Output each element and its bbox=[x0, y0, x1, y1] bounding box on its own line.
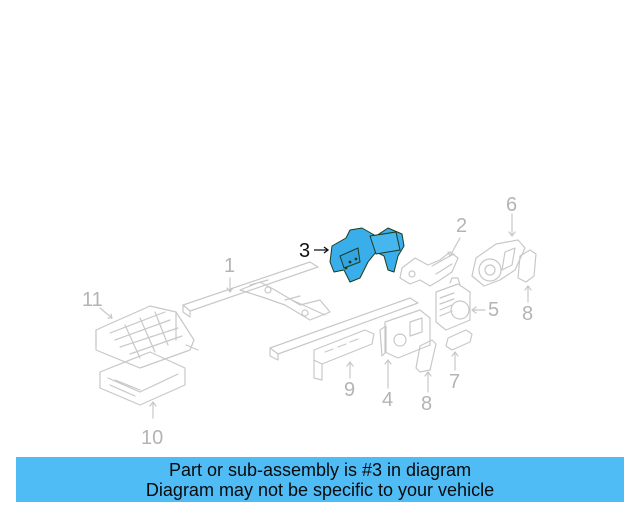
callout-1[interactable]: 1 bbox=[224, 255, 236, 277]
part-10-module[interactable] bbox=[99, 351, 186, 406]
callout-6[interactable]: 6 bbox=[506, 194, 518, 216]
callout-9[interactable]: 9 bbox=[344, 379, 356, 401]
part-8-cover-upper[interactable] bbox=[517, 249, 537, 283]
callout-3[interactable]: 3 bbox=[299, 240, 311, 262]
callout-2[interactable]: 2 bbox=[456, 215, 468, 237]
part-11-bracket[interactable] bbox=[95, 305, 199, 369]
banner-line-2: Diagram may not be specific to your vehi… bbox=[145, 480, 495, 500]
part-9-bezel[interactable] bbox=[313, 329, 375, 381]
callout-8-upper[interactable]: 8 bbox=[522, 303, 534, 325]
part-3-highlighted[interactable] bbox=[329, 227, 405, 283]
banner-line-1: Part or sub-assembly is #3 in diagram bbox=[168, 460, 472, 480]
callout-4[interactable]: 4 bbox=[382, 389, 394, 411]
part-7-cap[interactable] bbox=[445, 329, 473, 351]
callout-3-arrow bbox=[314, 246, 330, 254]
part-4-switch[interactable] bbox=[379, 309, 431, 359]
callout-7[interactable]: 7 bbox=[449, 371, 461, 393]
info-banner: Part or sub-assembly is #3 in diagram Di… bbox=[16, 457, 624, 502]
part-8-cover-lower[interactable] bbox=[415, 339, 437, 373]
part-1-seat-track[interactable] bbox=[182, 261, 419, 361]
callout-8-lower[interactable]: 8 bbox=[421, 393, 433, 415]
part-6-actuator[interactable] bbox=[471, 239, 526, 287]
part-2-motor[interactable] bbox=[399, 251, 459, 287]
callout-5[interactable]: 5 bbox=[488, 299, 500, 321]
callout-11[interactable]: 11 bbox=[82, 289, 103, 311]
part-5-pump[interactable] bbox=[435, 277, 471, 331]
callout-10[interactable]: 10 bbox=[141, 427, 164, 449]
